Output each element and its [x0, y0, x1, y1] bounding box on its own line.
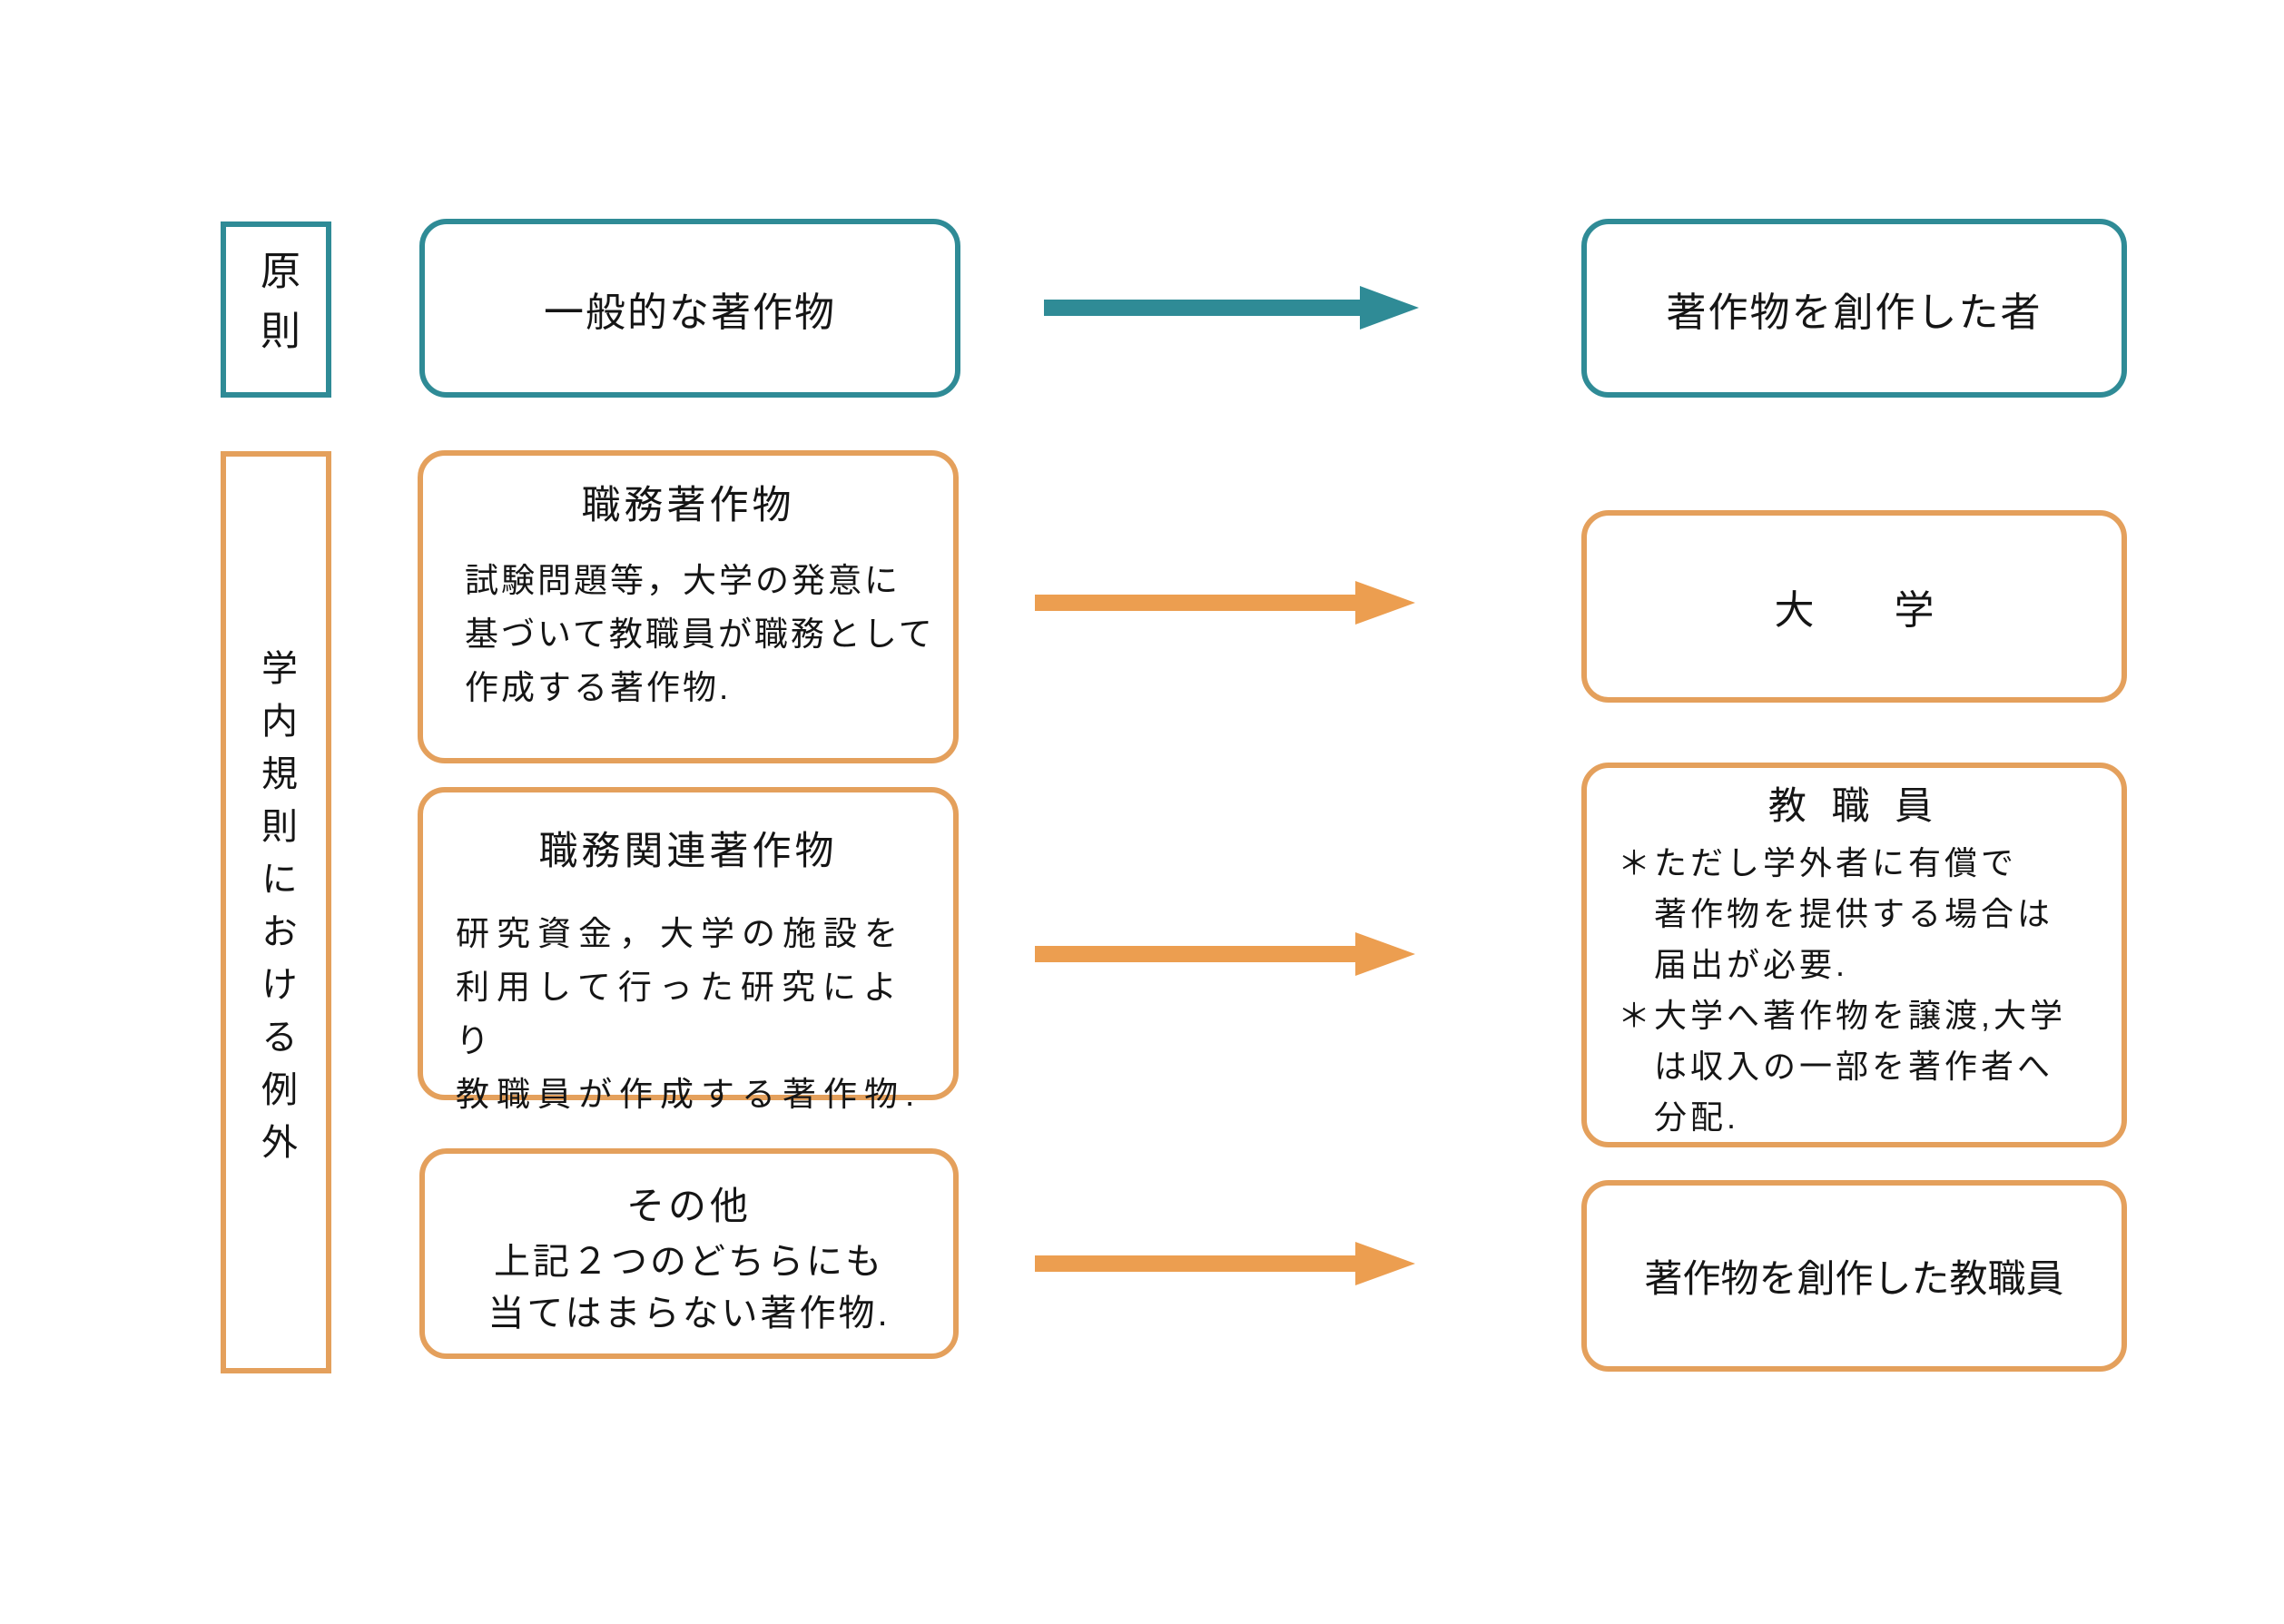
- principle-row-label: 原則: [254, 250, 299, 369]
- faculty-title: 教 職 員: [1767, 784, 1941, 827]
- creator-faculty-label: 著作物を創作した教職員: [1644, 1257, 2064, 1300]
- work-related-title: 職務関連著作物: [538, 830, 838, 873]
- text-line: 作成する著作物.: [465, 669, 732, 706]
- arrow-head-icon: [1355, 581, 1415, 625]
- arrow-shaft: [1035, 1255, 1355, 1272]
- arrow-shaft: [1035, 946, 1355, 962]
- text-line: ＊大学へ著作物を譲渡,大学: [1618, 997, 2067, 1034]
- creator-label: 著作物を創作した者: [1666, 290, 2043, 335]
- principle-arrow: [1044, 286, 1419, 330]
- text-line: は収入の一部を著作者へ: [1618, 1048, 2054, 1085]
- work-for-hire-description: 試験問題等，大学の発意に基づいて教職員が職務として作成する著作物.: [423, 554, 953, 714]
- other-works-title: その他: [625, 1185, 752, 1227]
- arrow-head-icon: [1360, 286, 1419, 330]
- principle-row-label-box: 原則: [221, 221, 331, 398]
- creator-faculty-box: 著作物を創作した教職員: [1581, 1180, 2127, 1372]
- text-line: 届出が必要.: [1618, 946, 1849, 983]
- text-line: 試験問題等，大学の発意に: [465, 562, 901, 599]
- university-label: 大 学: [1774, 588, 1935, 633]
- general-work-label: 一般的な著作物: [544, 290, 836, 335]
- text-line: 著作物を提供する場合は: [1618, 895, 2054, 932]
- text-line: 教職員が作成する著作物.: [456, 1076, 922, 1113]
- general-work-box: 一般的な著作物: [419, 219, 960, 398]
- creator-box: 著作物を創作した者: [1581, 219, 2127, 398]
- exception-section-label-box: 学内規則における例外: [221, 451, 331, 1373]
- arrow-shaft: [1035, 595, 1355, 611]
- university-box: 大 学: [1581, 510, 2127, 703]
- text-line: 研究資金，大学の施設を: [456, 915, 905, 952]
- work-for-hire-arrow: [1035, 581, 1415, 625]
- work-related-description: 研究資金，大学の施設を利用して行った研究により教職員が作成する著作物.: [423, 907, 953, 1121]
- text-line: 上記２つのどちらにも: [494, 1242, 884, 1282]
- other-works-description: 上記２つのどちらにも当てはまらない著作物.: [425, 1236, 953, 1340]
- text-line: 利用して行った研究により: [456, 969, 904, 1059]
- other-works-arrow: [1035, 1242, 1415, 1285]
- arrow-shaft: [1044, 300, 1360, 316]
- arrow-head-icon: [1355, 932, 1415, 976]
- text-line: 分配.: [1618, 1098, 1740, 1136]
- faculty-notes: ＊ただし学外者に有償で 著作物を提供する場合は 届出が必要. ＊大学へ著作物を譲渡…: [1587, 838, 2122, 1143]
- work-related-box: 職務関連著作物 研究資金，大学の施設を利用して行った研究により教職員が作成する著…: [418, 787, 959, 1113]
- work-related-arrow: [1035, 932, 1415, 976]
- faculty-box: 教 職 員 ＊ただし学外者に有償で 著作物を提供する場合は 届出が必要. ＊大学へ…: [1581, 763, 2127, 1147]
- work-for-hire-title: 職務著作物: [581, 484, 795, 527]
- arrow-head-icon: [1355, 1242, 1415, 1285]
- work-for-hire-box: 職務著作物 試験問題等，大学の発意に基づいて教職員が職務として作成する著作物.: [418, 450, 959, 763]
- other-works-box: その他 上記２つのどちらにも当てはまらない著作物.: [419, 1148, 959, 1359]
- text-line: ＊ただし学外者に有償で: [1618, 844, 2018, 881]
- text-line: 基づいて教職員が職務として: [465, 615, 935, 653]
- exception-section-label: 学内規則における例外: [256, 649, 296, 1176]
- text-line: 当てはまらない著作物.: [487, 1294, 891, 1334]
